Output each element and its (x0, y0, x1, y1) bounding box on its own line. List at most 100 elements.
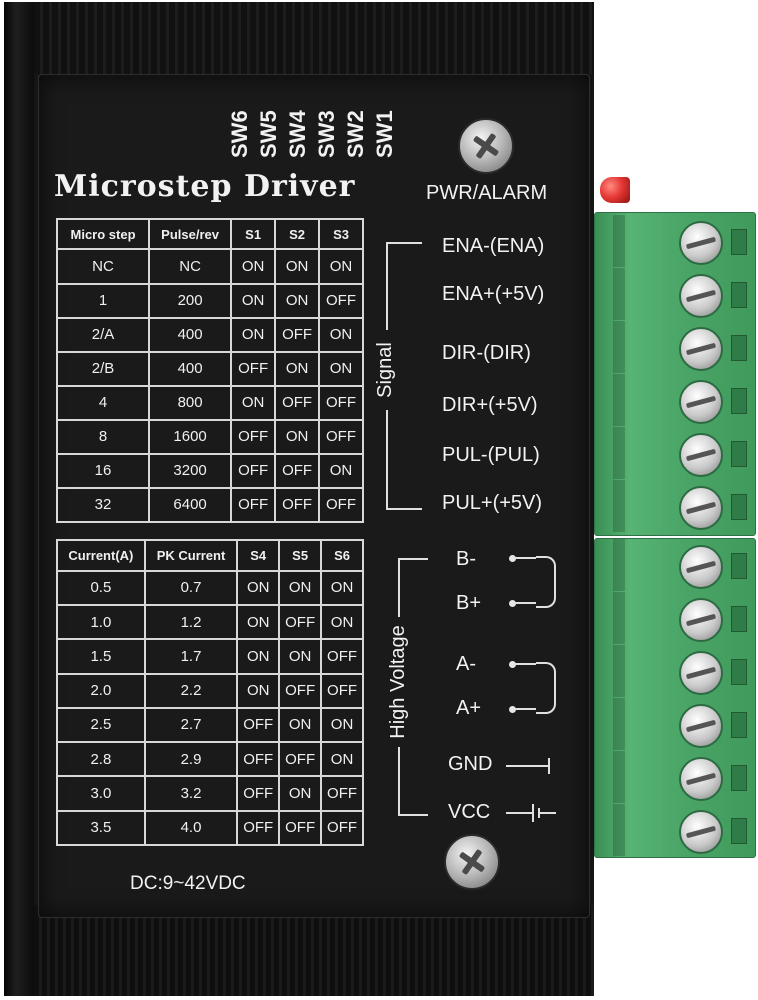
terminal-screw-icon (679, 545, 723, 589)
table-cell: 4.0 (143, 809, 239, 847)
table-row: 4 800 ON OFF OFF (55, 384, 364, 421)
table-cell: 3200 (148, 452, 233, 489)
switch-label-text: SW5 (256, 110, 281, 158)
table-cell: 2.2 (143, 672, 239, 709)
table-cell: ON (278, 775, 323, 812)
terminal-ridge (613, 480, 625, 532)
terminal-label: VCC (448, 801, 491, 823)
terminal-ridge (613, 804, 625, 856)
terminal-position (595, 645, 755, 697)
table-cell: ON (320, 741, 364, 778)
table-cell: 2/A (55, 316, 151, 353)
coil-a-dot (509, 706, 516, 713)
switch-label: SW1 (371, 96, 399, 158)
switch-label: SW3 (313, 96, 341, 158)
coil-b-dot (509, 555, 516, 562)
table-cell: ON (236, 638, 281, 675)
table-cell: ON (230, 248, 277, 285)
table-cell: 1 (55, 282, 151, 319)
table-cell: OFF (320, 672, 364, 709)
table-cell: ON (320, 603, 364, 641)
terminal-screw-icon (679, 274, 723, 318)
terminal-position (595, 480, 755, 532)
current-table: Current(A) PK Current S4 S5 S6 0.5 0.7 O… (56, 539, 364, 847)
switch-label-text: SW4 (285, 110, 310, 158)
terminal-screw-icon (679, 598, 723, 642)
table-cell: OFF (236, 809, 281, 847)
microstep-table: Micro step Pulse/rev S1 S2 S3 NC NC ON O… (55, 217, 364, 524)
switch-label-text: SW2 (343, 110, 368, 158)
terminal-label: A+ (456, 697, 482, 719)
coil-a-lead (514, 663, 536, 665)
table-row: 0.5 0.7 ON ON ON (56, 569, 364, 606)
wire-slot (731, 282, 747, 308)
table-cell: ON (278, 569, 323, 606)
switch-label: SW6 (226, 96, 254, 158)
table-header-cell: S5 (278, 539, 323, 572)
wire-slot (731, 494, 747, 520)
table-cell: OFF (236, 706, 281, 744)
terminal-screw-icon (679, 221, 723, 265)
terminal-ridge (613, 592, 625, 644)
table-cell: ON (318, 452, 364, 489)
wire-slot (731, 553, 747, 579)
terminal-ridge (613, 427, 625, 479)
terminal-label: DIR+(+5V) (442, 394, 538, 416)
table-cell: ON (320, 569, 364, 606)
table-header-cell: S1 (230, 217, 277, 251)
terminal-screw-icon (679, 327, 723, 371)
table-cell: OFF (318, 384, 364, 421)
table-cell: OFF (318, 486, 364, 524)
heatsink-fins-top (34, 2, 594, 74)
coil-a-lead (514, 708, 536, 710)
wire-slot (731, 335, 747, 361)
table-header-cell: S4 (236, 539, 281, 572)
switch-labels: SW6 SW5 SW4 SW3 SW2 SW1 (226, 96, 406, 158)
terminal-label: B- (456, 548, 476, 570)
table-cell: ON (230, 316, 277, 353)
table-cell: OFF (320, 809, 364, 847)
switch-label: SW5 (255, 96, 283, 158)
dc-voltage-label: DC:9~42VDC (130, 873, 246, 894)
table-cell: 1.0 (56, 603, 146, 641)
table-cell: 2.0 (56, 672, 146, 709)
table-cell: OFF (230, 418, 277, 455)
table-cell: ON (236, 603, 281, 641)
wire-slot (731, 765, 747, 791)
table-cell: ON (318, 350, 364, 387)
table-cell: 8 (55, 418, 151, 455)
ground-icon (548, 758, 550, 774)
terminal-label: PUL-(PUL) (442, 444, 540, 466)
table-cell: 1.2 (143, 603, 239, 641)
wire-slot (731, 229, 747, 255)
table-cell: 2.7 (143, 706, 239, 744)
table-cell: 6400 (148, 486, 233, 524)
terminal-screw-icon (679, 433, 723, 477)
terminal-screw-icon (679, 651, 723, 695)
table-cell: 3.5 (56, 809, 146, 847)
table-cell: ON (274, 248, 321, 285)
terminal-ridge (613, 645, 625, 697)
ground-lead (506, 765, 548, 767)
table-cell: ON (236, 569, 281, 606)
table-row: 16 3200 OFF OFF ON (55, 452, 364, 489)
table-cell: OFF (320, 638, 364, 675)
wire-slot (731, 712, 747, 738)
table-cell: 32 (55, 486, 151, 524)
table-cell: OFF (318, 282, 364, 319)
table-cell: 2.5 (56, 706, 146, 744)
table-cell: 2/B (55, 350, 151, 387)
terminal-label: A- (456, 653, 476, 675)
table-cell: ON (230, 384, 277, 421)
table-cell: ON (274, 350, 321, 387)
panel-screw-bottom (444, 834, 500, 890)
table-cell: OFF (274, 316, 321, 353)
table-row: 2.5 2.7 OFF ON ON (56, 706, 364, 744)
signal-bracket-tick (386, 508, 422, 510)
terminal-label: ENA-(ENA) (442, 235, 545, 257)
table-row: 3.5 4.0 OFF OFF OFF (56, 809, 364, 847)
table-header-cell: Micro step (55, 217, 151, 251)
table-cell: NC (55, 248, 151, 285)
table-cell: ON (274, 418, 321, 455)
signal-group-label: Signal (374, 330, 398, 410)
